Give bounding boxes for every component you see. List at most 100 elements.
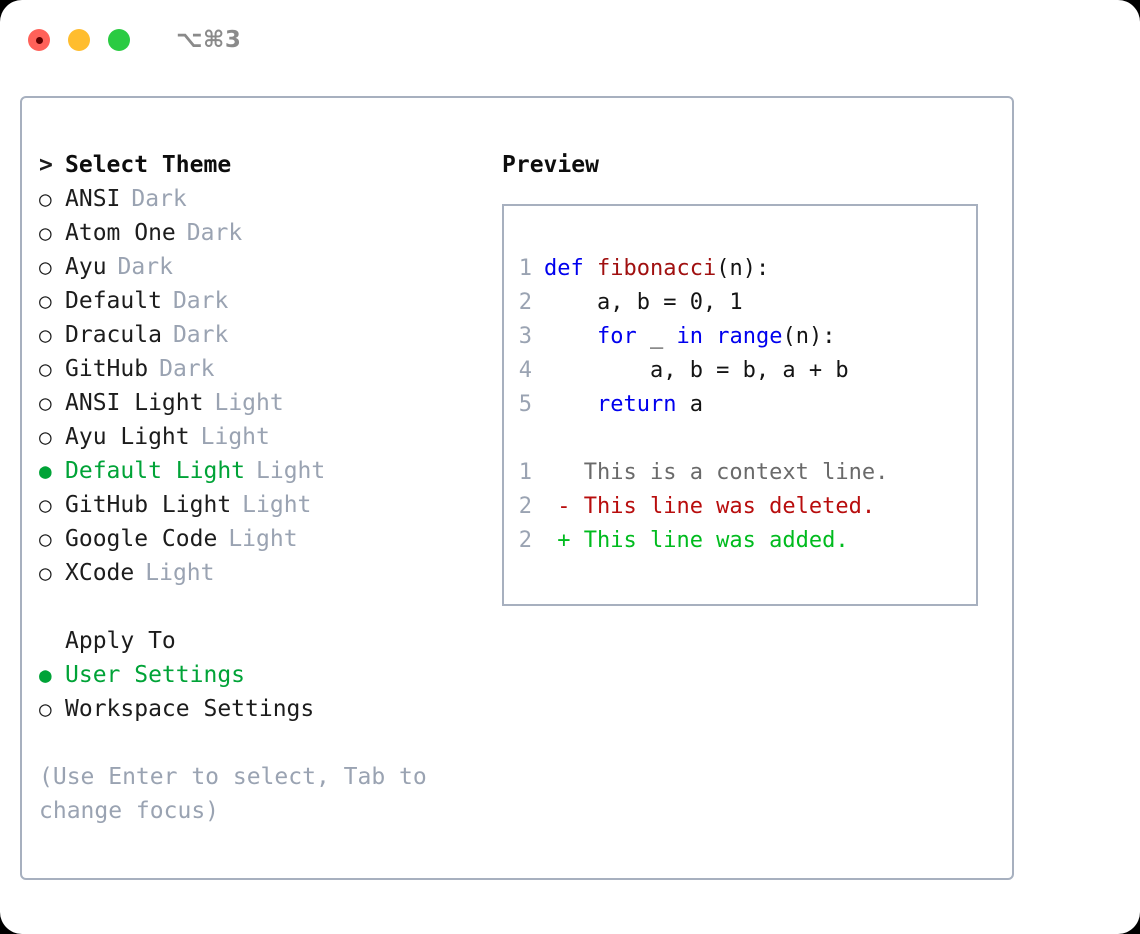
theme-item-label: Default	[65, 288, 162, 314]
diff-line-number: 2	[518, 494, 532, 519]
theme-item-label: GitHub	[65, 356, 149, 382]
code-line: 5 return a	[504, 388, 976, 422]
apply-to-item-workspace-settings[interactable]: ○ Workspace Settings	[39, 692, 489, 726]
theme-item-label: ANSI Light	[65, 390, 204, 416]
radio-unselected-icon: ○	[39, 221, 52, 245]
code-token: a, b = 0, 1	[544, 290, 743, 315]
apply-to-item-label: User Settings	[65, 662, 246, 688]
radio-unselected-icon: ○	[39, 493, 52, 517]
theme-item-atom-one[interactable]: ○ Atom One Dark	[39, 216, 489, 250]
diff-line: 1 This is a context line.	[504, 456, 976, 490]
minimize-button[interactable]	[68, 29, 90, 51]
code-token: (n):	[782, 324, 836, 349]
diff-line-number: 2	[518, 528, 532, 553]
radio-unselected-icon: ○	[39, 425, 52, 449]
apply-to-heading: Apply To	[39, 624, 489, 658]
select-theme-heading-label: Select Theme	[65, 152, 232, 178]
theme-item-label: ANSI	[65, 186, 121, 212]
theme-item-github[interactable]: ○ GitHub Dark	[39, 352, 489, 386]
apply-to-item-user-settings[interactable]: ● User Settings	[39, 658, 489, 692]
theme-item-tag: Light	[214, 390, 284, 416]
code-token: def	[544, 256, 597, 281]
theme-item-tag: Light	[242, 492, 312, 518]
keyboard-shortcut-label: ⌥⌘3	[176, 27, 242, 53]
theme-item-label: GitHub Light	[65, 492, 232, 518]
code-line-text: for _ in range(n):	[544, 320, 835, 354]
radio-unselected-icon: ○	[39, 697, 52, 721]
radio-selected-icon: ●	[39, 459, 52, 483]
apply-to-item-label: Workspace Settings	[65, 696, 315, 722]
theme-item-github-light[interactable]: ○ GitHub Light Light	[39, 488, 489, 522]
code-line: 3 for _ in range(n):	[504, 320, 976, 354]
radio-unselected-icon: ○	[39, 289, 52, 313]
code-token: (n):	[716, 256, 770, 281]
apply-to-heading-label: Apply To	[65, 628, 176, 654]
theme-item-tag: Light	[145, 560, 215, 586]
code-line-text: a, b = 0, 1	[544, 286, 743, 320]
theme-item-tag: Light	[200, 424, 270, 450]
code-diff-separator	[504, 422, 976, 456]
code-token: in	[676, 324, 717, 349]
title-bar: ⌥⌘3	[0, 0, 1140, 80]
theme-item-tag: Dark	[131, 186, 187, 212]
code-token: a, b = b, a + b	[544, 358, 849, 383]
theme-item-tag: Dark	[159, 356, 215, 382]
code-token	[544, 392, 597, 417]
theme-item-label: Dracula	[65, 322, 162, 348]
theme-item-label: Atom One	[65, 220, 176, 246]
theme-item-default-light[interactable]: ● Default Light Light	[39, 454, 489, 488]
theme-item-label: Google Code	[65, 526, 218, 552]
code-line-number: 3	[518, 324, 532, 349]
close-button[interactable]	[28, 29, 50, 51]
theme-item-tag: Light	[256, 458, 326, 484]
radio-unselected-icon: ○	[39, 323, 52, 347]
code-token: _	[649, 324, 677, 349]
code-line-number: 4	[518, 358, 532, 383]
code-line-number: 2	[518, 290, 532, 315]
code-line-text: a, b = b, a + b	[544, 354, 849, 388]
code-token: a	[689, 392, 703, 417]
code-line-number: 1	[518, 256, 532, 281]
diff-line-number: 1	[518, 460, 532, 485]
code-line: 2 a, b = 0, 1	[504, 286, 976, 320]
section-spacer	[39, 590, 489, 624]
code-token: return	[596, 392, 690, 417]
apply-to-bullet-placeholder	[39, 624, 65, 658]
preview-title: Preview	[502, 152, 599, 178]
maximize-button[interactable]	[108, 29, 130, 51]
radio-unselected-icon: ○	[39, 357, 52, 381]
diff-line-text: - This line was deleted.	[544, 494, 876, 519]
theme-item-label: Default Light	[65, 458, 246, 484]
window-controls	[28, 29, 130, 51]
code-token: fibonacci	[596, 256, 717, 281]
theme-item-tag: Light	[228, 526, 298, 552]
keyboard-hint-text: (Use Enter to select, Tab to change focu…	[39, 764, 427, 824]
theme-item-google-code[interactable]: ○ Google Code Light	[39, 522, 489, 556]
theme-item-label: Ayu	[65, 254, 107, 280]
theme-item-ansi-light[interactable]: ○ ANSI Light Light	[39, 386, 489, 420]
diff-sample: 1 This is a context line. 2 - This line w…	[504, 456, 976, 558]
diff-line: 2 + This line was added.	[504, 524, 976, 558]
caret-icon: >	[39, 152, 53, 178]
radio-unselected-icon: ○	[39, 527, 52, 551]
radio-unselected-icon: ○	[39, 391, 52, 415]
code-token: for	[596, 324, 650, 349]
radio-selected-icon: ●	[39, 663, 52, 687]
code-token: range	[716, 324, 783, 349]
code-line-text: def fibonacci(n):	[544, 252, 769, 286]
theme-item-tag: Dark	[186, 220, 243, 246]
theme-item-label: XCode	[65, 560, 135, 586]
code-token	[544, 324, 597, 349]
diff-line-text: This is a context line.	[544, 460, 889, 485]
